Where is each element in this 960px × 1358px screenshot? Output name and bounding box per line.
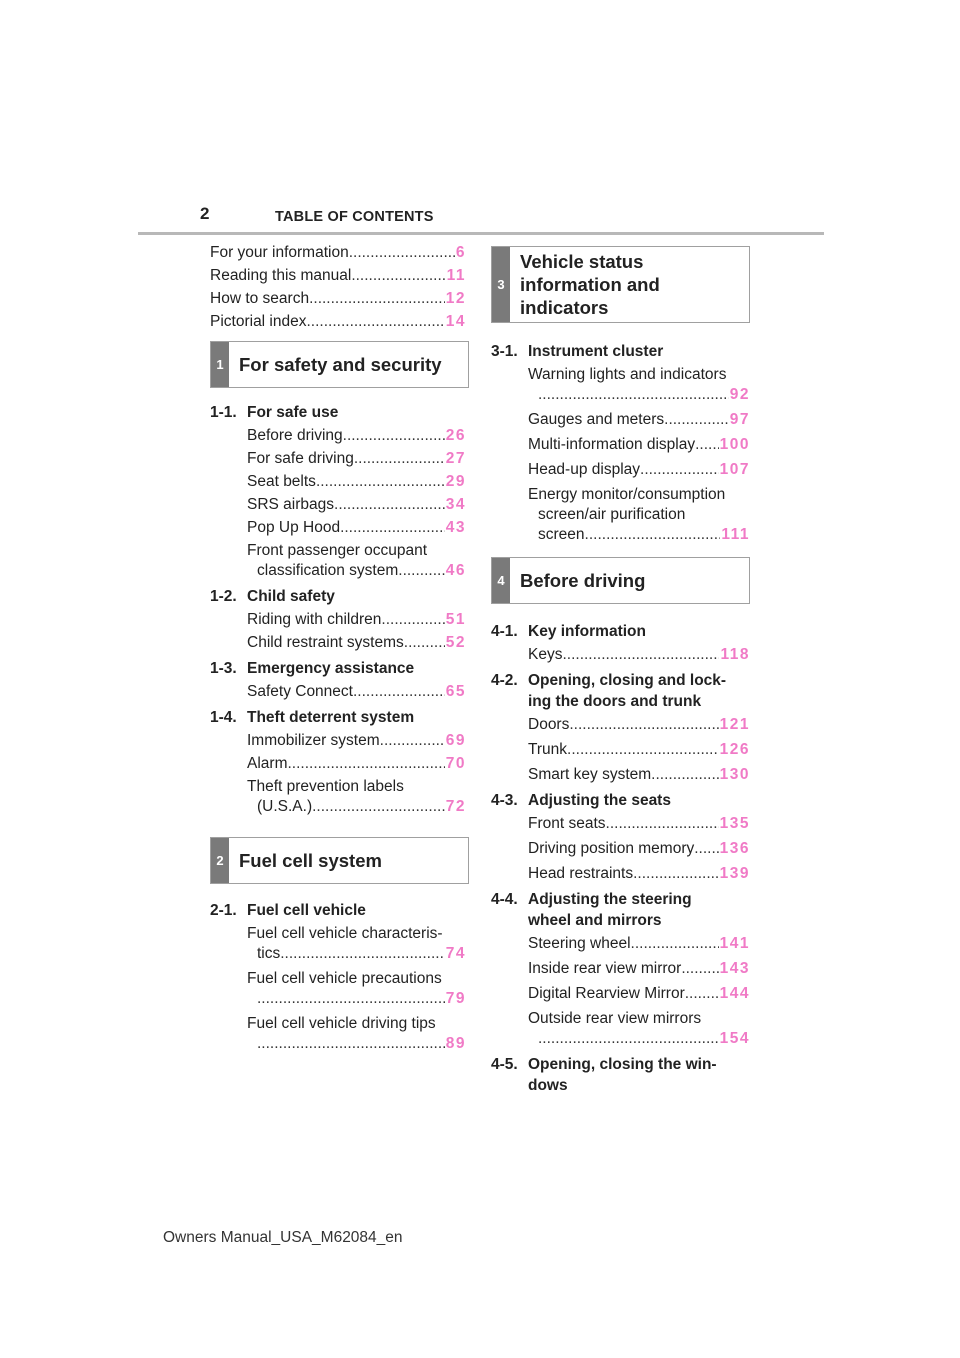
right-column: 3 Vehicle status information and indicat…	[491, 240, 750, 1096]
section-4-1: 4-1.Key information	[491, 623, 646, 640]
section-1-2-entries: Riding with children51 Child restraint s…	[210, 610, 466, 653]
section-1-3: 1-3.Emergency assistance	[210, 660, 415, 677]
section-3-1: 3-1.Instrument cluster	[491, 343, 664, 360]
toc-entry[interactable]: SRS airbags34	[247, 495, 466, 515]
toc-entry[interactable]: Gauges and meters97	[528, 410, 750, 430]
section-2-1-entries: Fuel cell vehicle characteris- tics74 Fu…	[210, 924, 466, 1054]
toc-entry[interactable]: Outside rear view mirrors 154	[528, 1009, 750, 1049]
chapter-3-box: 3 Vehicle status information and indicat…	[491, 246, 750, 323]
toc-entry[interactable]: Inside rear view mirror143	[528, 959, 750, 979]
footer-manual-id: Owners Manual_USA_M62084_en	[163, 1229, 403, 1246]
section-3-1-entries: Warning lights and indicators 92 Gauges …	[491, 365, 750, 545]
toc-entry[interactable]: Steering wheel141	[528, 934, 750, 954]
toc-entry[interactable]: Seat belts29	[247, 472, 466, 492]
header-divider	[138, 232, 824, 235]
toc-entry[interactable]: Immobilizer system69	[247, 731, 466, 751]
toc-entry[interactable]: Fuel cell vehicle characteris- tics74	[247, 924, 466, 964]
toc-entry[interactable]: Theft prevention labels (U.S.A.)72	[247, 777, 466, 817]
toc-entry[interactable]: Alarm70	[247, 754, 466, 774]
toc-entry[interactable]: Head-up display107	[528, 460, 750, 480]
toc-entry[interactable]: Digital Rearview Mirror144	[528, 984, 750, 1004]
left-column: For your information6 Reading this manua…	[210, 240, 469, 1054]
toc-entry[interactable]: Doors121	[528, 715, 750, 735]
section-4-3-entries: Front seats135 Driving position memory13…	[491, 814, 750, 884]
toc-entry[interactable]: Fuel cell vehicle precautions 79	[247, 969, 466, 1009]
chapter-3-title: Vehicle status information and indicator…	[520, 251, 660, 318]
section-2-1: 2-1.Fuel cell vehicle	[210, 902, 366, 919]
section-1-4: 1-4.Theft deterrent system	[210, 709, 415, 726]
toc-entry[interactable]: Front seats135	[528, 814, 750, 834]
chapter-2-box: 2 Fuel cell system	[210, 837, 469, 884]
section-1-1: 1-1.For safe use	[210, 404, 339, 421]
toc-entry[interactable]: Driving position memory136	[528, 839, 750, 859]
toc-entry[interactable]: Keys118	[528, 645, 750, 665]
section-1-2: 1-2.Child safety	[210, 588, 335, 605]
section-4-3: 4-3.Adjusting the seats	[491, 792, 671, 809]
chapter-3-tab: 3	[492, 247, 510, 322]
toc-entry[interactable]: Trunk126	[528, 740, 750, 760]
chapter-4-title: Before driving	[520, 570, 646, 591]
section-4-4-entries: Steering wheel141 Inside rear view mirro…	[491, 934, 750, 1049]
chapter-4-tab: 4	[492, 558, 510, 603]
section-4-5: 4-5. Opening, closing the win-dows	[491, 1056, 717, 1094]
section-1-4-entries: Immobilizer system69 Alarm70 Theft preve…	[210, 731, 466, 817]
chapter-1-tab: 1	[211, 342, 229, 387]
chapter-1-box: 1 For safety and security	[210, 341, 469, 388]
toc-link-how-to-search[interactable]: How to search12	[210, 290, 466, 313]
section-1-1-entries: Before driving26 For safe driving27 Seat…	[210, 426, 466, 581]
section-4-2-entries: Doors121 Trunk126 Smart key system130	[491, 715, 750, 785]
toc-entry[interactable]: Multi-information display100	[528, 435, 750, 455]
toc-entry[interactable]: Pop Up Hood43	[247, 518, 466, 538]
toc-entry[interactable]: Safety Connect65	[247, 682, 466, 702]
toc-entry[interactable]: Child restraint systems52	[247, 633, 466, 653]
chapter-1-title: For safety and security	[239, 354, 442, 375]
toc-entry[interactable]: Before driving26	[247, 426, 466, 446]
toc-entry[interactable]: Warning lights and indicators 92	[528, 365, 750, 405]
toc-entry[interactable]: Front passenger occupant classification …	[247, 541, 466, 581]
section-1-3-entries: Safety Connect65	[210, 682, 466, 702]
page-number: 2	[200, 204, 210, 223]
chapter-2-tab: 2	[211, 838, 229, 883]
section-4-1-entries: Keys118	[491, 645, 750, 665]
toc-entry[interactable]: Head restraints139	[528, 864, 750, 884]
toc-entry[interactable]: For safe driving27	[247, 449, 466, 469]
toc-entry[interactable]: Energy monitor/consumption screen/air pu…	[528, 485, 750, 545]
toc-link-for-your-information[interactable]: For your information6	[210, 244, 466, 267]
toc-entry[interactable]: Riding with children51	[247, 610, 466, 630]
section-4-2: 4-2. Opening, closing and lock-ing the d…	[491, 672, 727, 710]
toc-link-pictorial-index[interactable]: Pictorial index14	[210, 313, 466, 336]
chapter-4-box: 4 Before driving	[491, 557, 750, 604]
toc-link-reading-this-manual[interactable]: Reading this manual11	[210, 267, 466, 290]
toc-entry[interactable]: Fuel cell vehicle driving tips 89	[247, 1014, 466, 1054]
chapter-2-title: Fuel cell system	[239, 850, 382, 871]
toc-entry[interactable]: Smart key system130	[528, 765, 750, 785]
header-title: TABLE OF CONTENTS	[275, 209, 434, 225]
